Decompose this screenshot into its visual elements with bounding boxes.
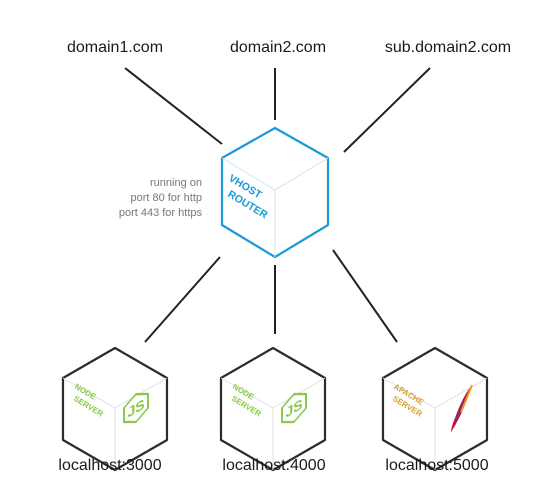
server-label-1: localhost:3000 (58, 457, 161, 474)
apache-feather-icon (451, 384, 473, 432)
domain-label-2: domain2.com (230, 39, 326, 56)
vhost-router-cube: VHOST ROUTER (220, 126, 330, 259)
connector-router-server1 (144, 256, 221, 343)
domain-label-3: sub.domain2.com (385, 39, 511, 56)
server-cube-1: NODE SERVER JS (61, 346, 169, 472)
router-note-line-1: running on (150, 177, 202, 189)
server-cube-2: NODE SERVER JS (219, 346, 327, 472)
connector-domain1-router (124, 67, 223, 145)
router-note-line-3: port 443 for https (119, 207, 203, 219)
server-label-3: localhost:5000 (385, 457, 488, 474)
server-label-2: localhost:4000 (222, 457, 325, 474)
domain-label-1: domain1.com (67, 39, 163, 56)
connector-subdomain2-router (343, 67, 431, 153)
router-note-line-2: port 80 for http (130, 192, 202, 204)
server-cube-3: APACHE SERVER (381, 346, 489, 472)
connector-router-server3 (332, 249, 398, 343)
